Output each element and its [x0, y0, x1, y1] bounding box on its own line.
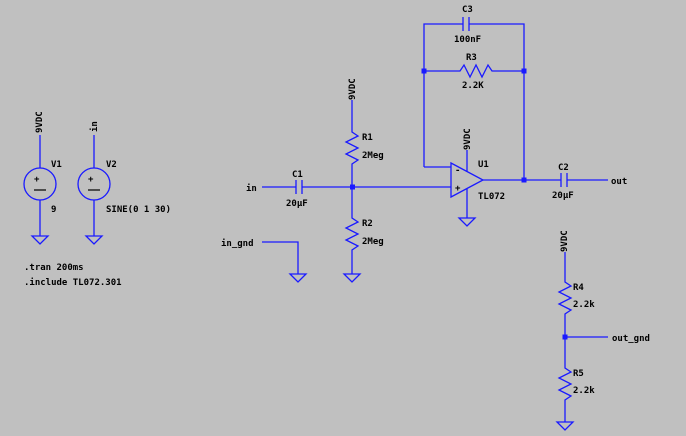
u1-net-label: 9VDC [463, 128, 473, 150]
c2-name: C2 [558, 163, 569, 173]
v2-plus-sign: + [88, 175, 94, 185]
r2-zigzag [344, 212, 360, 254]
resistor-r1[interactable]: R1 2Meg [344, 126, 384, 168]
opamp-u1[interactable]: - + U1 TL072 [450, 160, 505, 202]
v1-name: V1 [51, 160, 62, 170]
net-label-in-gnd: in_gnd [221, 238, 254, 249]
source-v2[interactable]: in + V2 SINE(0 1 30) [77, 121, 171, 245]
r1-zigzag [344, 126, 360, 168]
u1-name: U1 [478, 160, 489, 170]
junction-r3-right [521, 68, 527, 74]
r2-value: 2Meg [362, 237, 384, 247]
r5-name: R5 [573, 369, 584, 379]
directive-tran: .tran 200ms [24, 263, 84, 273]
v2-net-label: in [89, 121, 100, 132]
r4-zigzag [557, 276, 573, 318]
feedback-left-wire [423, 23, 463, 167]
u1-value: TL072 [478, 192, 505, 202]
resistor-r5[interactable]: R5 2.2k [557, 362, 595, 404]
r1-name: R1 [362, 133, 373, 143]
v1-net-label: 9VDC [35, 111, 45, 133]
c1-name: C1 [292, 170, 303, 180]
r4-value: 2.2k [573, 300, 595, 310]
r2-name: R2 [362, 219, 373, 229]
c2-value: 20µF [552, 191, 574, 201]
resistor-r2[interactable]: R2 2Meg [344, 212, 384, 254]
v1-value: 9 [51, 205, 56, 215]
opamp-triangle [450, 161, 485, 199]
r1-value: 2Meg [362, 151, 384, 161]
r1-net-label: 9VDC [348, 78, 358, 100]
in-gnd-wire [262, 241, 299, 274]
v2-circle [77, 167, 111, 201]
c3-value: 100nF [454, 35, 481, 45]
r2-ground-icon [342, 273, 362, 283]
v1-circle [23, 167, 57, 201]
net-label-in: in [246, 183, 257, 194]
junction-output [521, 177, 527, 183]
v2-ground-icon [84, 235, 104, 245]
in-gnd-ground-icon [288, 273, 308, 283]
capacitor-c2[interactable]: C2 20µF [552, 163, 574, 201]
r3-value: 2.2K [462, 81, 484, 91]
net-label-out-gnd: out_gnd [612, 334, 650, 344]
opamp-plus-sign: + [455, 184, 461, 194]
source-v1[interactable]: 9VDC + V1 9 [23, 111, 62, 245]
r3-zigzag [456, 63, 496, 79]
capacitor-c3[interactable]: C3 100nF [454, 5, 481, 45]
r5-ground-icon [555, 421, 575, 431]
directive-include: .include TL072.301 [24, 277, 122, 288]
v2-name: V2 [106, 160, 117, 170]
r4-name: R4 [573, 283, 584, 293]
r5-value: 2.2k [573, 386, 595, 396]
r4-net-label: 9VDC [560, 230, 570, 252]
resistor-r4[interactable]: R4 2.2k [557, 276, 595, 318]
opamp-minus-sign: - [455, 166, 460, 176]
c1-value: 20µF [286, 199, 308, 209]
v1-ground-icon [30, 235, 50, 245]
capacitor-c1[interactable]: C1 20µF [286, 170, 308, 209]
v1-plus-sign: + [34, 175, 40, 185]
junction-r3-left [421, 68, 427, 74]
r5-zigzag [557, 362, 573, 404]
c3-name: C3 [462, 5, 473, 15]
net-label-out: out [611, 177, 627, 187]
resistor-r3[interactable]: R3 2.2K [456, 53, 496, 91]
u1-ground-icon [457, 217, 477, 227]
r3-name: R3 [466, 53, 477, 63]
feedback-right-wire [469, 23, 525, 180]
v2-value: SINE(0 1 30) [106, 205, 171, 215]
